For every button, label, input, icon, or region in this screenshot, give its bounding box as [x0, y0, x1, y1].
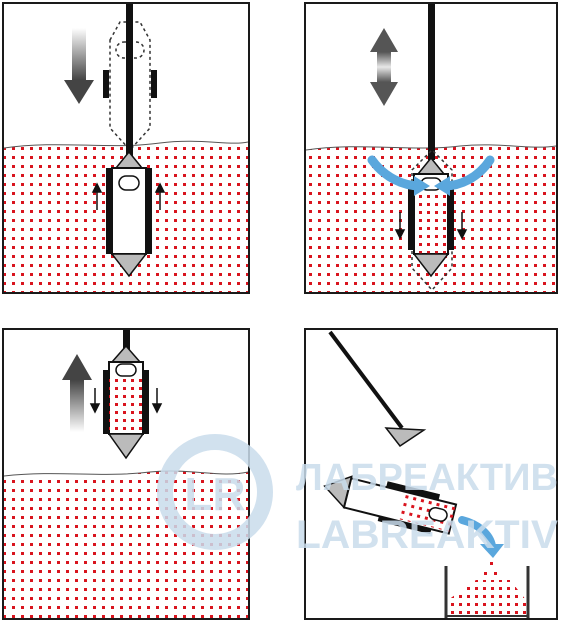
sampler-body	[103, 344, 149, 460]
arrow-up-icon	[62, 354, 92, 432]
sampler-body	[106, 150, 152, 278]
watermark-logo-letters: LR	[184, 468, 245, 520]
flow-down-arrow-right-icon	[456, 212, 468, 240]
flow-down-arrow-left-icon	[394, 212, 406, 240]
panel-frame	[304, 328, 558, 620]
panel-frame	[2, 328, 250, 620]
panel-lowering	[2, 2, 250, 294]
sampler-cap	[384, 427, 427, 448]
arrow-down-icon	[64, 28, 94, 104]
flow-up-arrow-right-icon	[154, 182, 166, 210]
sampler-rod	[328, 330, 404, 430]
sampler-rod	[123, 330, 130, 354]
falling-sample	[484, 562, 497, 575]
material-surface	[4, 471, 248, 618]
arrow-up-down-icon	[370, 28, 398, 106]
sampler-rod	[126, 4, 133, 160]
flow-up-arrow-left-icon	[91, 182, 103, 210]
flow-down-arrow-left-icon	[89, 388, 101, 414]
watermark-line-2: LABREAKTIV	[296, 513, 558, 557]
panel-agitation	[304, 2, 558, 294]
watermark: LR ЛАБРЕАКТИВ LABREAKTIV	[157, 434, 558, 557]
panel-frame	[304, 2, 558, 294]
pour-arrow-icon	[458, 516, 504, 558]
flow-in-arrow-right-icon	[434, 155, 495, 196]
panel-frame	[2, 2, 250, 294]
watermark-line-1: ЛАБРЕАКТИВ	[296, 457, 558, 499]
flow-down-arrow-right-icon	[151, 388, 163, 414]
watermark-logo	[157, 434, 273, 550]
panel-discharge	[304, 328, 558, 620]
panel-withdrawal	[2, 328, 250, 620]
sampler-rod	[428, 4, 435, 160]
sample-container	[444, 566, 530, 618]
flow-in-arrow-left-icon	[367, 155, 430, 196]
sampler-body	[323, 475, 458, 535]
